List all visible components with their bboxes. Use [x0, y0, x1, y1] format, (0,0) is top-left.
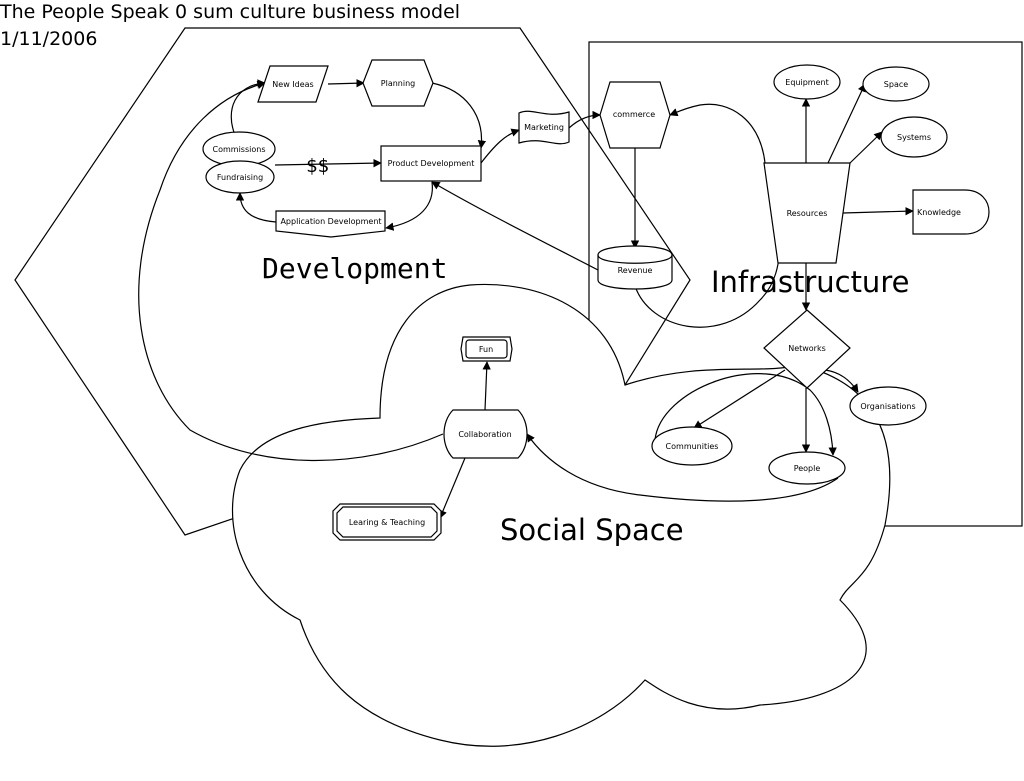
- networks-node: [763, 309, 851, 389]
- application-development-node: [275, 210, 386, 238]
- resources-to-knowledge-connector: [842, 207, 914, 216]
- space-label: Space: [884, 80, 908, 89]
- fun-node-inner: [465, 339, 508, 359]
- collaboration-to-learning-connector: [439, 457, 466, 519]
- product-development-label: Product Development: [388, 159, 475, 168]
- planning-node: [362, 59, 434, 107]
- learning-teaching-node-inner: [336, 506, 438, 538]
- fundraising-node: [205, 160, 275, 194]
- marketing-node: [518, 110, 570, 145]
- application-development-label: Application Development: [280, 217, 381, 226]
- networks-to-organisations-connector: [824, 369, 859, 393]
- collaboration-label: Collaboration: [458, 430, 511, 439]
- people-to-collaboration-connector: [526, 433, 839, 502]
- revenue-to-product-dev-connector: [431, 181, 599, 271]
- resources-to-systems-connector: [849, 131, 883, 164]
- revenue-cylinder-top: [597, 254, 673, 264]
- new-ideas-node: [257, 65, 329, 103]
- networks-to-communities-connector: [693, 369, 786, 429]
- product-dev-to-marketing-connector: [480, 128, 520, 164]
- systems-label: Systems: [897, 133, 931, 142]
- revenue-label: Revenue: [618, 266, 653, 275]
- product-development-node: [380, 145, 482, 182]
- collaboration-to-new-ideas-connector: [138, 80, 444, 462]
- fun-label: Fun: [479, 345, 493, 354]
- resources-label: Resources: [787, 209, 828, 218]
- communities-to-people-connector: [654, 373, 837, 456]
- new-ideas-label: New Ideas: [272, 80, 313, 89]
- product-dev-to-app-dev-connector: [385, 181, 433, 231]
- commissions-to-new-ideas-connector: [230, 79, 266, 136]
- communities-label: Communities: [666, 442, 719, 451]
- planning-label: Planning: [381, 79, 415, 88]
- people-label: People: [794, 464, 821, 473]
- diagram-title: The People Speak 0 sum culture business …: [0, 1, 460, 23]
- revenue-node: [597, 245, 673, 290]
- knowledge-node: [912, 189, 990, 235]
- commissions-label: Commissions: [213, 145, 266, 154]
- communities-node: [651, 426, 733, 466]
- social-space-cloud: [232, 283, 891, 747]
- fundraising-label: Fundraising: [217, 173, 263, 182]
- equipment-label: Equipment: [785, 78, 828, 87]
- people-node: [768, 451, 846, 485]
- new-ideas-to-planning-connector: [327, 79, 365, 88]
- knowledge-label: Knowledge: [917, 208, 961, 217]
- organisations-node: [849, 386, 927, 426]
- collaboration-to-fun-connector: [482, 361, 491, 411]
- resources-to-space-connector: [827, 83, 866, 164]
- infrastructure-label: Infrastructure: [711, 265, 909, 299]
- collaboration-node: [443, 409, 528, 459]
- revenue-to-resources-connector: [634, 239, 785, 328]
- app-dev-to-fundraising-connector: [235, 192, 277, 223]
- marketing-label: Marketing: [524, 123, 564, 132]
- development-label: Development: [262, 252, 447, 285]
- social-space-label: Social Space: [500, 513, 684, 547]
- learning-teaching-label: Learing & Teaching: [349, 518, 425, 527]
- organisations-label: Organisations: [860, 402, 915, 411]
- commerce-label: commerce: [613, 110, 655, 119]
- networks-label: Networks: [788, 344, 826, 353]
- money-label: $$: [306, 155, 329, 177]
- fundraising-to-product-dev-connector: [274, 158, 382, 168]
- learning-teaching-node: [332, 503, 442, 541]
- fun-node: [460, 336, 513, 362]
- equipment-node: [773, 64, 841, 100]
- marketing-to-commerce-connector: [568, 110, 601, 129]
- diagram-date: 1/11/2006: [0, 28, 97, 50]
- systems-node: [880, 116, 948, 158]
- resources-to-commerce-connector: [669, 103, 766, 164]
- planning-to-product-dev-connector: [431, 82, 487, 149]
- commerce-node: [599, 81, 671, 149]
- resources-node: [763, 162, 851, 264]
- space-node: [862, 66, 930, 102]
